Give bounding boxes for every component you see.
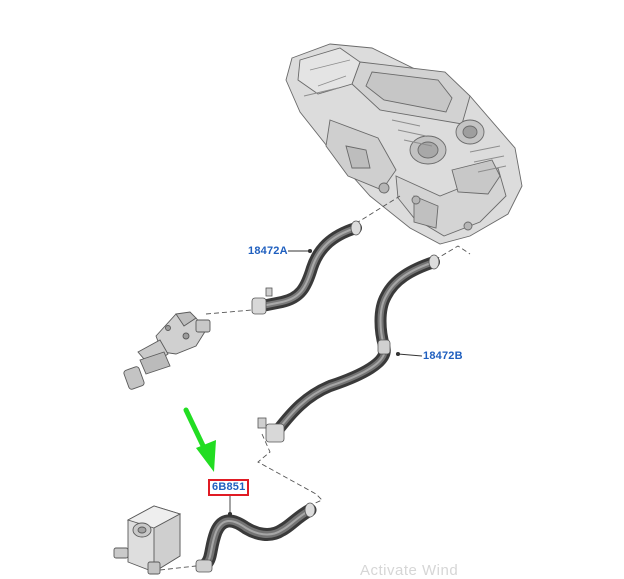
thermostat-housing-drawing xyxy=(123,311,211,390)
oil-cooler-drawing xyxy=(113,505,182,575)
return-heater-hose-drawing xyxy=(257,254,440,443)
callout-18472b[interactable]: 18472B xyxy=(423,350,463,362)
callout-18472a[interactable]: 18472A xyxy=(248,245,288,257)
upper-heater-hose-drawing xyxy=(251,220,362,315)
highlight-arrow-icon xyxy=(183,407,216,472)
lower-hose-drawing xyxy=(195,502,317,573)
callout-6b851-highlighted[interactable]: 6B851 xyxy=(208,479,250,496)
windows-activation-watermark: Activate Wind xyxy=(360,562,459,579)
callout-leader-lines xyxy=(227,248,423,517)
hvac-housing-drawing xyxy=(285,43,523,245)
